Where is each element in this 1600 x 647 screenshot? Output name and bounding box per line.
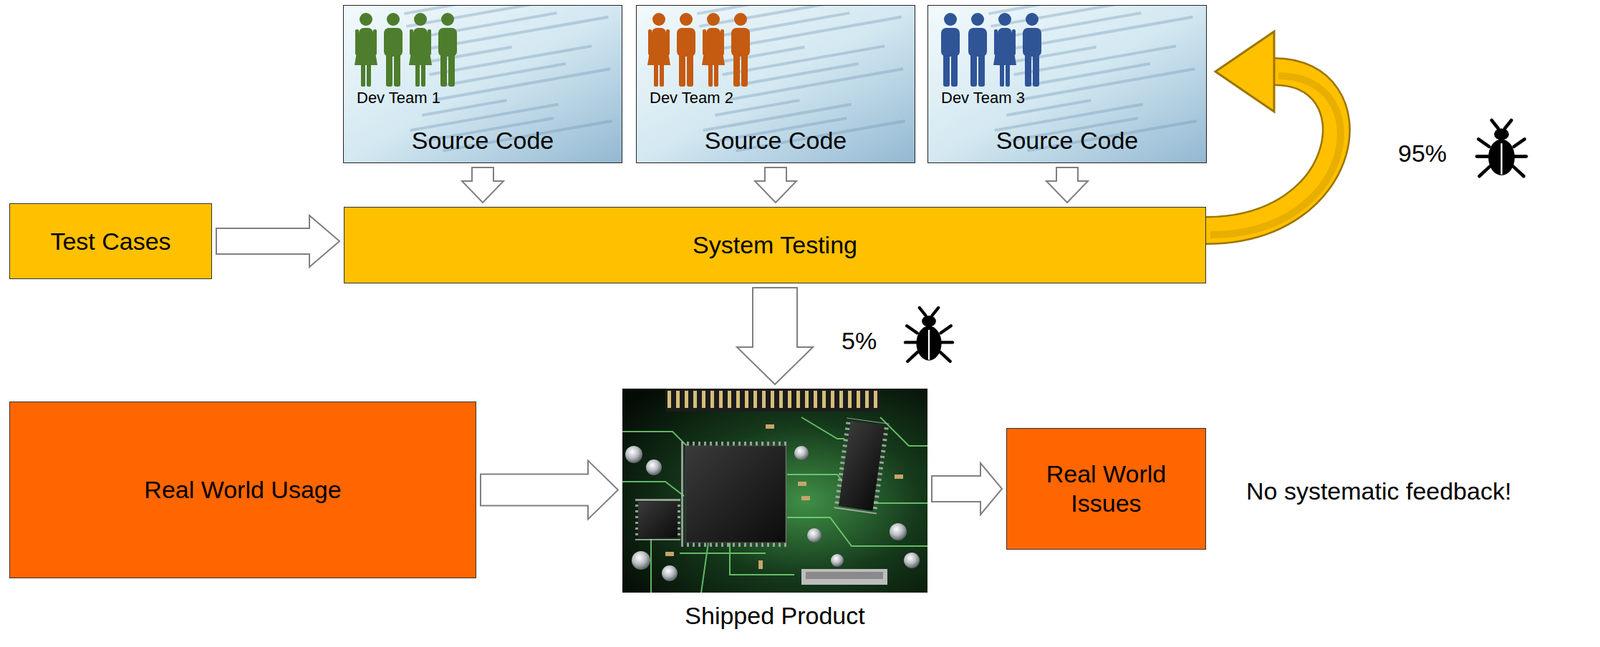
team-name: Dev Team 1 — [356, 88, 441, 108]
box-label: Real World Issues — [1017, 459, 1196, 519]
source-code-picture — [343, 0, 627, 164]
source-code-picture — [927, 0, 1212, 164]
percentage-label: 5% — [841, 326, 877, 356]
team-name: Dev Team 2 — [649, 88, 734, 108]
dev-team-panel: Dev Team 3 Source Code — [927, 5, 1207, 164]
bug-icon — [1476, 120, 1527, 177]
box-label: Real World Usage — [143, 475, 341, 505]
flow-arrow — [736, 287, 813, 385]
test-cases-box: Test Cases — [9, 203, 212, 280]
issues-box: Real World Issues — [1006, 428, 1207, 551]
bug-icon — [905, 307, 953, 362]
flow-arrow — [461, 167, 504, 203]
box-label: Test Cases — [50, 227, 171, 257]
flow-arrow — [931, 463, 1002, 515]
circuit-board-picture — [622, 388, 928, 594]
usage-box: Real World Usage — [9, 401, 477, 579]
image-caption: Shipped Product — [593, 601, 957, 631]
panel-caption: Source Code — [636, 126, 915, 156]
percentage-label: 95% — [1398, 138, 1447, 169]
panel-caption: Source Code — [343, 126, 622, 156]
system-testing-bar: System Testing — [343, 206, 1207, 284]
dev-team-panel: Dev Team 1 Source Code — [343, 5, 623, 164]
flow-arrow — [1046, 167, 1088, 203]
flow-arrow — [216, 215, 340, 268]
note-text: No systematic feedback! — [1246, 476, 1512, 507]
flow-arrow — [754, 167, 797, 203]
team-name: Dev Team 3 — [941, 88, 1025, 108]
source-code-picture — [635, 0, 920, 164]
panel-caption: Source Code — [928, 126, 1207, 156]
flow-arrow — [480, 461, 619, 520]
feedback-arrow — [1206, 31, 1341, 235]
shipped-product-image: Shipped Product — [622, 388, 928, 594]
dev-team-panel: Dev Team 2 Source Code — [635, 5, 916, 164]
box-label: System Testing — [692, 230, 858, 260]
